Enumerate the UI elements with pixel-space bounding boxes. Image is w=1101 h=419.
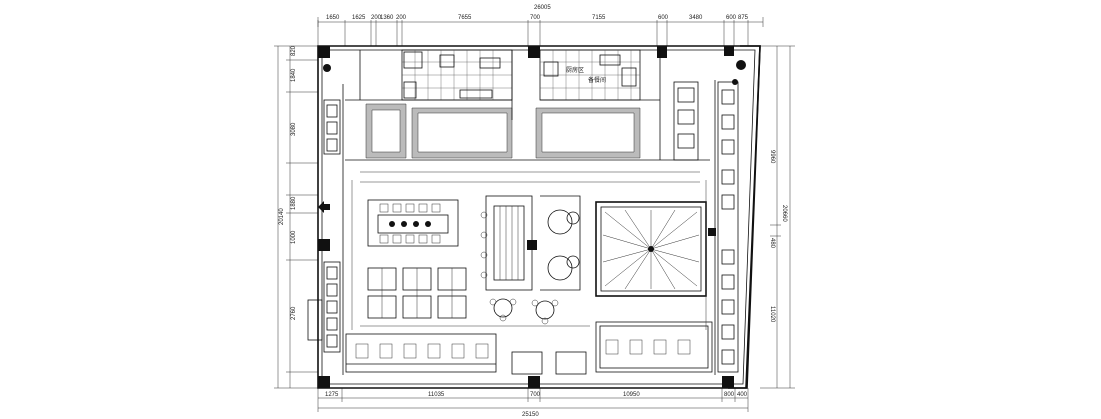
top-dim-5: 200 [396, 15, 407, 21]
top-dim-8: 7155 [592, 15, 606, 21]
bottom-dim-6: 400 [737, 392, 748, 398]
right-dim-3: 11020 [769, 306, 775, 323]
bottom-dim-1: 1275 [325, 392, 339, 398]
bottom-total-dimension: 25150 [522, 412, 539, 418]
right-total-dimension: 20660 [781, 205, 787, 222]
column [722, 376, 734, 388]
left-dim-4: 1880 [291, 196, 297, 210]
left-total-dimension: 20140 [279, 208, 285, 225]
top-dim-11: 600 [726, 15, 737, 21]
column [528, 376, 540, 388]
top-dim-2: 1625 [352, 15, 366, 21]
kitchen-label: 备餐间 [588, 76, 606, 84]
right-booths [673, 81, 739, 373]
column [318, 46, 330, 58]
kitchen-label: 厨房区 [566, 66, 584, 74]
structural-columns [318, 46, 734, 388]
ceiling-light-rows [351, 171, 707, 330]
bottom-dim-2: 11035 [428, 392, 445, 398]
left-dim-5: 1000 [291, 230, 297, 244]
kitchen-left [401, 49, 513, 101]
vip-room [595, 201, 707, 297]
top-total-dimension: 26005 [534, 5, 551, 11]
top-dim-3: 200 [371, 15, 382, 21]
bottom-dimension-group: 1275 11035 700 10950 800 400 25150 [317, 388, 749, 418]
bottom-tables-left [345, 333, 497, 373]
bottom-dim-5: 800 [724, 392, 735, 398]
kitchen-right: 厨房区 备餐间 [539, 49, 641, 101]
center-bar [480, 195, 581, 291]
left-dim-6: 2760 [291, 306, 297, 320]
bottom-dim-3: 700 [530, 392, 541, 398]
left-dim-3: 3080 [291, 122, 297, 136]
bottom-tables-right [511, 321, 713, 375]
left-dim-2: 1840 [291, 68, 297, 82]
interior-partitions [342, 50, 716, 375]
column [724, 46, 734, 56]
top-dim-6: 7655 [458, 15, 472, 21]
left-dimension-group: 820 1840 3080 1880 1000 2760 20140 [274, 45, 318, 389]
bottom-dim-4: 10950 [623, 392, 640, 398]
column [528, 46, 540, 58]
entrance-arrow-icon [318, 201, 330, 213]
column [708, 228, 716, 236]
top-dim-9: 600 [658, 15, 669, 21]
column [657, 46, 667, 58]
top-dimension-group: 26005 1650 1625 200 1360 200 7655 700 71… [317, 5, 764, 46]
service-counters [365, 103, 641, 159]
banquet-table [367, 199, 459, 247]
left-booths [307, 99, 341, 353]
column [318, 376, 330, 388]
top-dim-1: 1650 [326, 15, 340, 21]
top-dim-12: 875 [738, 15, 749, 21]
top-dim-7: 700 [530, 15, 541, 21]
left-dim-1: 820 [291, 45, 297, 56]
top-dim-4: 1360 [380, 15, 394, 21]
right-dim-2: 480 [769, 238, 775, 249]
round-tables [489, 211, 580, 325]
top-dim-10: 3480 [689, 15, 703, 21]
right-dim-1: 9960 [769, 150, 775, 164]
four-seat-tables [367, 267, 467, 319]
right-dimension-group: 9960 480 11020 20660 [760, 45, 795, 389]
column [318, 239, 330, 251]
entrance-door [307, 299, 323, 341]
plant-icons [323, 60, 746, 85]
